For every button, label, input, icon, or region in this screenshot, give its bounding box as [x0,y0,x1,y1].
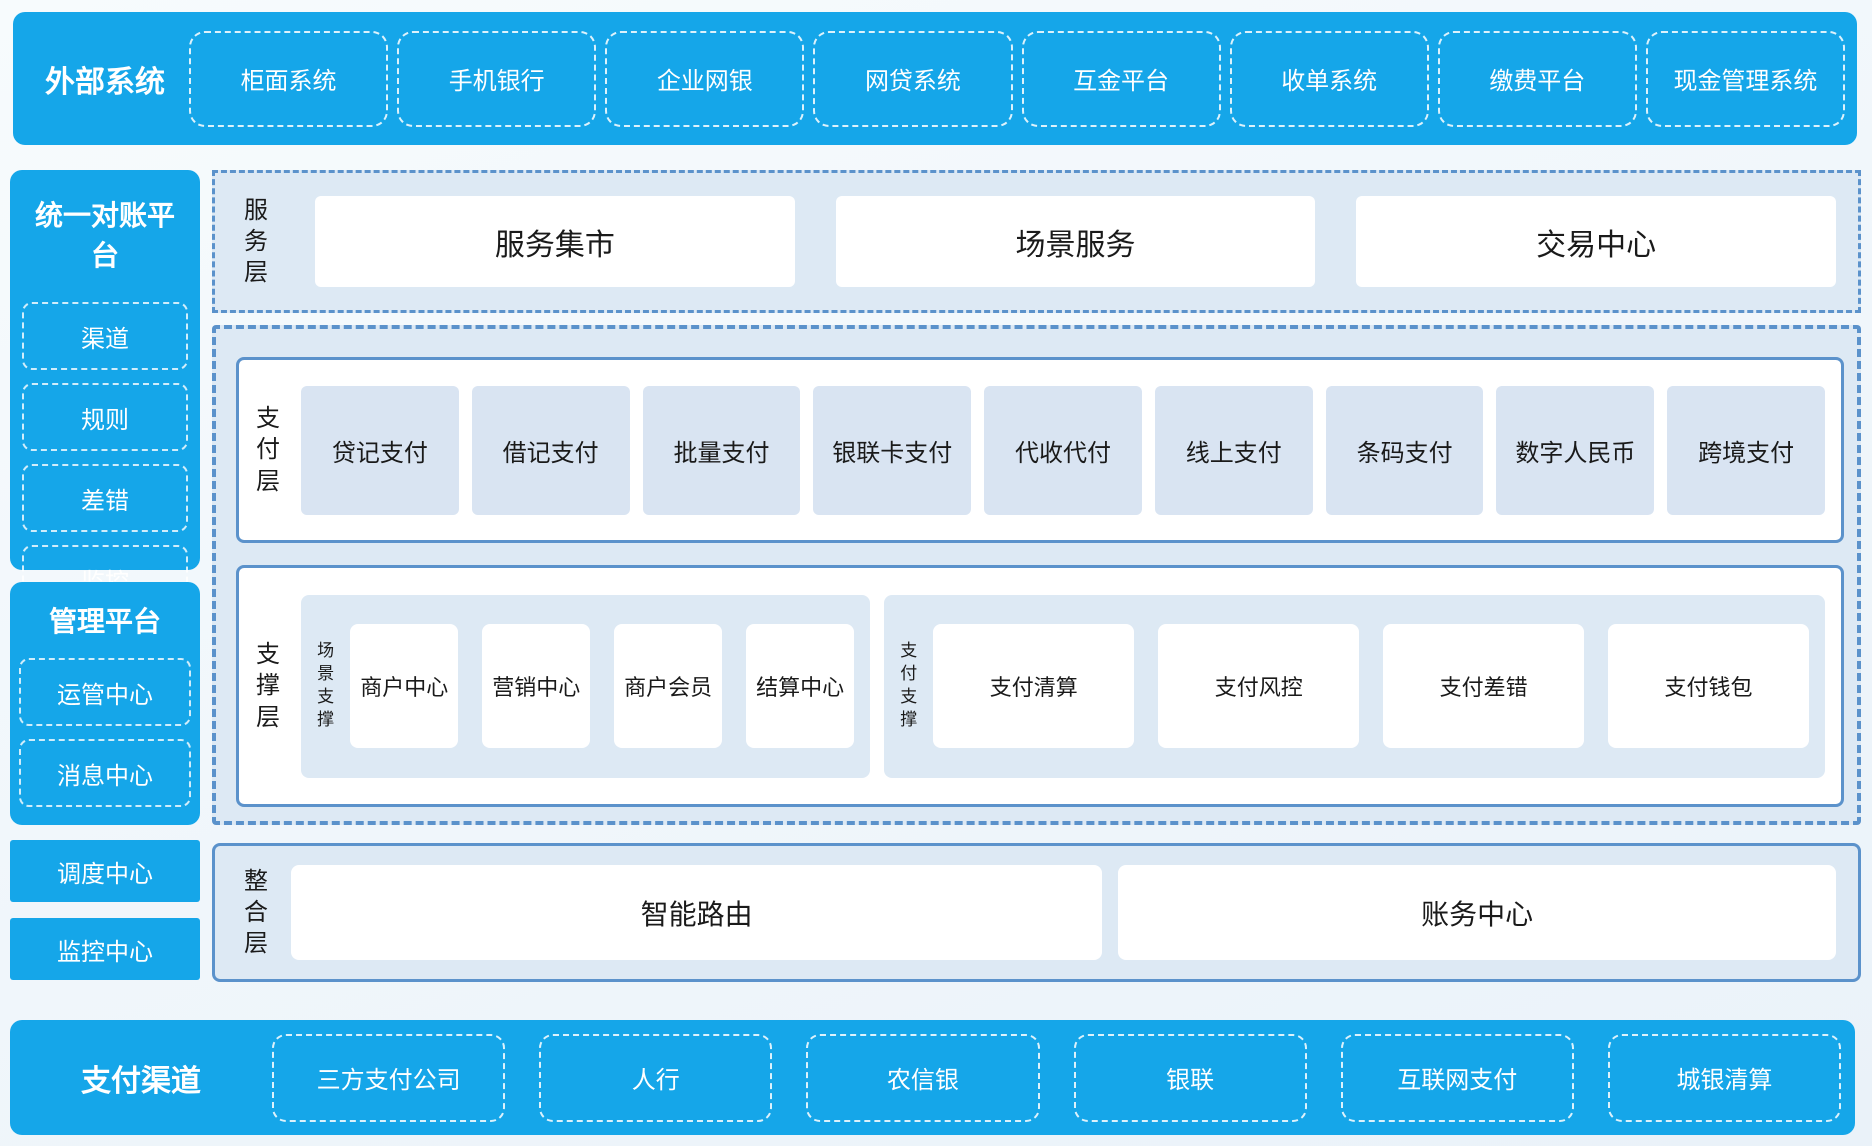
service-layer: 服务层 服务集市场景服务交易中心 [212,170,1861,313]
service-layer-cards: 服务集市场景服务交易中心 [315,196,1837,287]
reconciliation-items: 渠道规则差错监控 [22,302,188,613]
reconciliation-item-box: 差错 [22,464,188,532]
dispatch-center-block: 调度中心 [10,840,200,902]
management-platform-panel: 管理平台 运管中心消息中心 [10,582,200,825]
service-card: 场景服务 [835,196,1316,287]
scene-support-card: 结算中心 [746,624,855,748]
service-card: 交易中心 [1356,196,1837,287]
payment-layer: 支付层 贷记支付借记支付批量支付银联卡支付代收代付线上支付条码支付数字人民币跨境… [236,357,1844,543]
external-system-box: 缴费平台 [1437,30,1637,127]
reconciliation-item-box: 规则 [22,383,188,451]
management-platform-title: 管理平台 [48,606,161,637]
scene-support-label: 场景支撑 [317,641,335,729]
scene-support-card: 商户中心 [350,624,459,748]
payment-support-card: 支付钱包 [1608,624,1809,748]
scene-support-card: 营销中心 [482,624,591,748]
reconciliation-platform-title: 统一对账平台 [34,200,175,271]
service-card: 服务集市 [315,196,795,287]
payment-item-box: 银联卡支付 [813,385,972,515]
external-system-box: 柜面系统 [189,30,389,127]
payment-channels-title: 支付渠道 [81,1064,201,1098]
payment-item-box: 借记支付 [471,385,630,515]
monitor-center-block: 监控中心 [10,918,200,980]
support-layer: 支撑层 场景支撑 商户中心营销中心商户会员结算中心 支付支撑 支付清算支付风控支… [236,565,1844,807]
payment-channels-items: 三方支付公司人行农信银银联互联网支付城银清算 [272,1033,1842,1122]
external-systems-title: 外部系统 [45,65,165,99]
payment-support-card: 支付风控 [1158,624,1360,748]
payment-channel-box: 人行 [539,1033,773,1122]
payment-channel-box: 农信银 [806,1033,1040,1122]
external-systems-items: 柜面系统手机银行企业网银网贷系统互金平台收单系统缴费平台现金管理系统 [189,30,1845,127]
reconciliation-item-box: 渠道 [22,302,188,370]
payment-channel-box: 银联 [1073,1033,1307,1122]
management-items: 运管中心消息中心 [19,658,191,807]
external-system-box: 企业网银 [605,30,805,127]
reconciliation-platform-panel: 统一对账平台 渠道规则差错监控 [10,170,200,613]
external-system-box: 收单系统 [1229,30,1429,127]
core-layers-container: 支付层 贷记支付借记支付批量支付银联卡支付代收代付线上支付条码支付数字人民币跨境… [212,325,1861,825]
external-system-box: 网贷系统 [813,30,1013,127]
external-systems-bar: 外部系统 柜面系统手机银行企业网银网贷系统互金平台收单系统缴费平台现金管理系统 [13,12,1857,145]
scene-support-cards: 商户中心营销中心商户会员结算中心 [350,624,855,748]
integration-layer-cards: 智能路由账务中心 [291,865,1836,960]
payment-item-box: 数字人民币 [1496,385,1655,515]
integration-card: 账务中心 [1118,865,1836,960]
payment-layer-items: 贷记支付借记支付批量支付银联卡支付代收代付线上支付条码支付数字人民币跨境支付 [301,385,1826,515]
service-layer-label: 服务层 [244,196,268,287]
payment-item-box: 线上支付 [1154,385,1313,515]
payment-support-group: 支付支撑 支付清算支付风控支付差错支付钱包 [884,594,1825,778]
support-layer-label: 支撑层 [256,641,280,731]
integration-card: 智能路由 [291,865,1103,960]
external-system-box: 现金管理系统 [1645,30,1845,127]
management-item-box: 运管中心 [19,658,191,726]
payment-channels-bar: 支付渠道 三方支付公司人行农信银银联互联网支付城银清算 [10,1020,1855,1135]
payment-item-box: 跨境支付 [1667,385,1826,515]
integration-layer-label: 整合层 [244,867,268,958]
payment-channel-box: 互联网支付 [1340,1033,1574,1122]
scene-support-group: 场景支撑 商户中心营销中心商户会员结算中心 [301,594,871,778]
payment-item-box: 批量支付 [642,385,801,515]
scene-support-card: 商户会员 [614,624,723,748]
payment-support-card: 支付差错 [1383,624,1585,748]
support-groups: 场景支撑 商户中心营销中心商户会员结算中心 支付支撑 支付清算支付风控支付差错支… [301,594,1825,778]
external-system-box: 手机银行 [397,30,597,127]
payment-channel-box: 三方支付公司 [272,1033,506,1122]
payment-channel-box: 城银清算 [1607,1033,1842,1122]
payment-item-box: 贷记支付 [301,385,459,515]
payment-item-box: 代收代付 [984,385,1142,515]
payment-support-card: 支付清算 [933,624,1135,748]
payment-support-cards: 支付清算支付风控支付差错支付钱包 [933,624,1809,748]
external-system-box: 互金平台 [1021,30,1221,127]
payment-support-label: 支付支撑 [900,641,918,729]
payment-layer-label: 支付层 [256,405,280,495]
management-item-box: 消息中心 [19,739,191,807]
payment-item-box: 条码支付 [1325,385,1484,515]
integration-layer: 整合层 智能路由账务中心 [212,843,1861,982]
